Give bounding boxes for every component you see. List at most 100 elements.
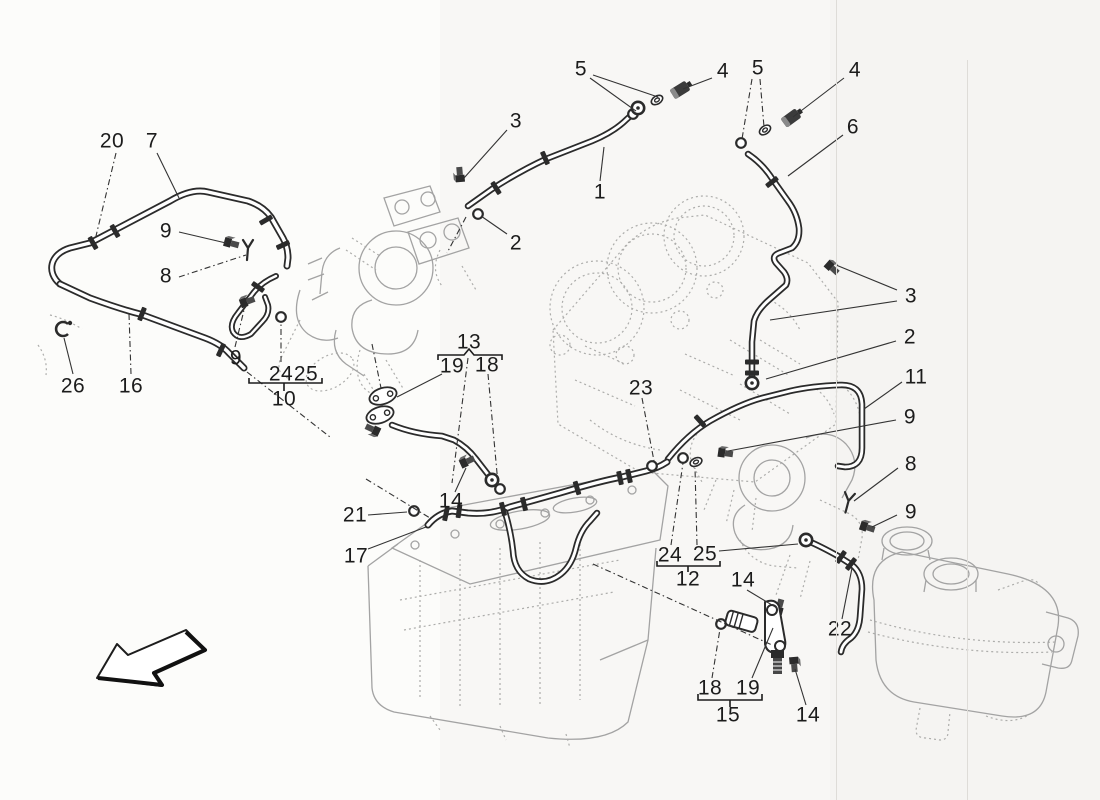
bolt-shape bbox=[717, 447, 726, 458]
bolt-shape bbox=[861, 519, 872, 524]
washer-part bbox=[758, 124, 772, 136]
leader-line-dashdot bbox=[128, 313, 132, 375]
leader-line-solid bbox=[794, 668, 807, 706]
tunion-cylinder bbox=[724, 609, 759, 633]
engine-block bbox=[549, 195, 839, 483]
band-shape bbox=[137, 306, 147, 322]
clip-part bbox=[241, 238, 255, 262]
bolt-shape bbox=[458, 457, 469, 469]
eye-shape bbox=[804, 538, 808, 542]
callout-14: 14 bbox=[795, 703, 821, 727]
band-part bbox=[455, 503, 463, 519]
tunion-shape bbox=[774, 640, 786, 652]
ring-shape bbox=[735, 137, 747, 149]
pipe-hose-22-core bbox=[806, 539, 864, 654]
ring-part bbox=[646, 460, 658, 472]
flange-part bbox=[365, 405, 395, 425]
clamp-shape bbox=[54, 320, 69, 338]
band-part bbox=[109, 224, 121, 238]
band-shape bbox=[251, 281, 265, 293]
leader-line-solid bbox=[765, 340, 897, 380]
leader-line-solid bbox=[863, 381, 903, 410]
group-bracket-10 bbox=[248, 378, 323, 391]
bolt-shape bbox=[225, 235, 236, 239]
band-shape bbox=[109, 224, 121, 238]
leader-line-solid bbox=[853, 467, 899, 502]
callout-1: 1 bbox=[593, 180, 607, 204]
band-part bbox=[520, 496, 528, 512]
expansion-tank bbox=[867, 526, 1079, 741]
leader-line-solid bbox=[178, 231, 227, 244]
leader-line-dashdot bbox=[451, 357, 469, 484]
flange-shape bbox=[368, 386, 398, 406]
bolt-part bbox=[223, 235, 240, 249]
bolt-part bbox=[823, 259, 840, 276]
leader-line-solid bbox=[841, 567, 853, 620]
band-shape bbox=[845, 557, 857, 571]
callout-18: 18 bbox=[474, 353, 500, 377]
band-part bbox=[490, 181, 502, 195]
bolt-shape bbox=[367, 433, 378, 438]
pipe-pipe-17-loop-core bbox=[503, 510, 599, 584]
band-shape bbox=[745, 370, 759, 376]
union-part bbox=[781, 108, 803, 127]
leader-line-solid bbox=[787, 134, 844, 177]
union-shape bbox=[781, 116, 791, 127]
leader-line-dashdot bbox=[641, 397, 655, 462]
band-shape bbox=[490, 181, 502, 195]
pipe-pipe-6-outline bbox=[744, 150, 803, 381]
band-part bbox=[616, 470, 624, 486]
bolt-shape bbox=[245, 296, 256, 305]
clamp-shape bbox=[67, 320, 73, 326]
ring-part bbox=[408, 505, 420, 517]
eye-part bbox=[630, 100, 646, 116]
leader-line-solid bbox=[718, 543, 799, 552]
leader-line-dashdot bbox=[487, 373, 499, 485]
band-shape bbox=[442, 506, 450, 522]
leader-line-solid bbox=[592, 74, 659, 98]
bolt-shape bbox=[465, 455, 476, 465]
ring-shape bbox=[275, 311, 287, 323]
callout-4: 4 bbox=[848, 58, 862, 82]
union-part bbox=[670, 80, 693, 99]
clip-part bbox=[843, 491, 856, 514]
bolt-shape bbox=[718, 446, 729, 449]
callout-25: 25 bbox=[293, 362, 319, 386]
callout-5: 5 bbox=[574, 57, 588, 81]
washer-part bbox=[650, 94, 664, 106]
pipe-hose-16-core bbox=[58, 282, 246, 370]
callout-8: 8 bbox=[159, 264, 173, 288]
leader-line-dashdot bbox=[592, 563, 773, 646]
bolt-shape bbox=[823, 259, 835, 272]
band-shape bbox=[625, 468, 633, 484]
bolt-shape bbox=[371, 425, 382, 437]
band-shape bbox=[835, 550, 847, 564]
band-shape bbox=[259, 214, 273, 226]
leader-line-solid bbox=[751, 627, 774, 679]
washer-part bbox=[689, 456, 703, 468]
leader-line-dashdot bbox=[365, 478, 431, 519]
band-shape bbox=[275, 240, 291, 250]
callout-4: 4 bbox=[716, 59, 730, 83]
eye-part bbox=[798, 532, 814, 548]
eye-part bbox=[484, 472, 500, 488]
callout-5: 5 bbox=[751, 56, 765, 80]
pipe-pipe-1-outline bbox=[464, 107, 640, 210]
bolt-part bbox=[453, 166, 466, 183]
callout-11: 11 bbox=[904, 365, 928, 389]
band-shape bbox=[572, 480, 582, 496]
leader-line-dashdot bbox=[694, 467, 698, 546]
band-part bbox=[745, 359, 759, 365]
band-part bbox=[275, 240, 291, 250]
bolt-shape bbox=[858, 520, 869, 532]
flange-part bbox=[368, 386, 398, 406]
band-part bbox=[745, 370, 759, 376]
callout-3: 3 bbox=[904, 284, 918, 308]
group-bracket-13 bbox=[437, 347, 503, 360]
eye-shape bbox=[750, 381, 754, 385]
bolt-shape bbox=[797, 656, 801, 667]
left-turbocharger bbox=[278, 185, 470, 409]
leader-line-solid bbox=[63, 337, 74, 375]
callout-23: 23 bbox=[628, 376, 654, 400]
